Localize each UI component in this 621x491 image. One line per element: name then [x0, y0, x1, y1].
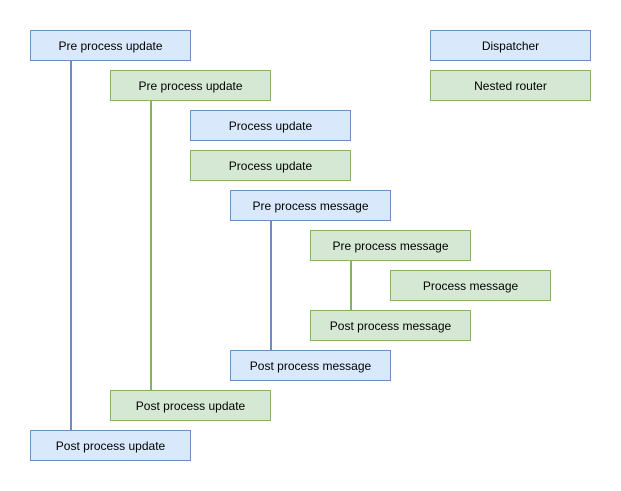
- node-post-process-message-router: Post process message: [310, 310, 471, 341]
- node-post-process-message-dispatcher: Post process message: [230, 350, 391, 381]
- node-pre-process-update-router: Pre process update: [110, 70, 271, 101]
- node-process-update-dispatcher: Process update: [190, 110, 351, 141]
- connector-message-dispatcher-line: [270, 221, 272, 350]
- node-pre-process-update-dispatcher: Pre process update: [30, 30, 191, 61]
- node-process-update-router: Process update: [190, 150, 351, 181]
- legend-dispatcher-box: Dispatcher: [430, 30, 591, 61]
- connector-update-dispatcher-line: [70, 61, 72, 430]
- connector-message-router-line: [350, 261, 352, 310]
- node-pre-process-message-router: Pre process message: [310, 230, 471, 261]
- legend-nested-router-box: Nested router: [430, 70, 591, 101]
- node-process-message-router: Process message: [390, 270, 551, 301]
- node-post-process-update-router: Post process update: [110, 390, 271, 421]
- connector-update-router-line: [150, 101, 152, 390]
- node-post-process-update-dispatcher: Post process update: [30, 430, 191, 461]
- node-pre-process-message-dispatcher: Pre process message: [230, 190, 391, 221]
